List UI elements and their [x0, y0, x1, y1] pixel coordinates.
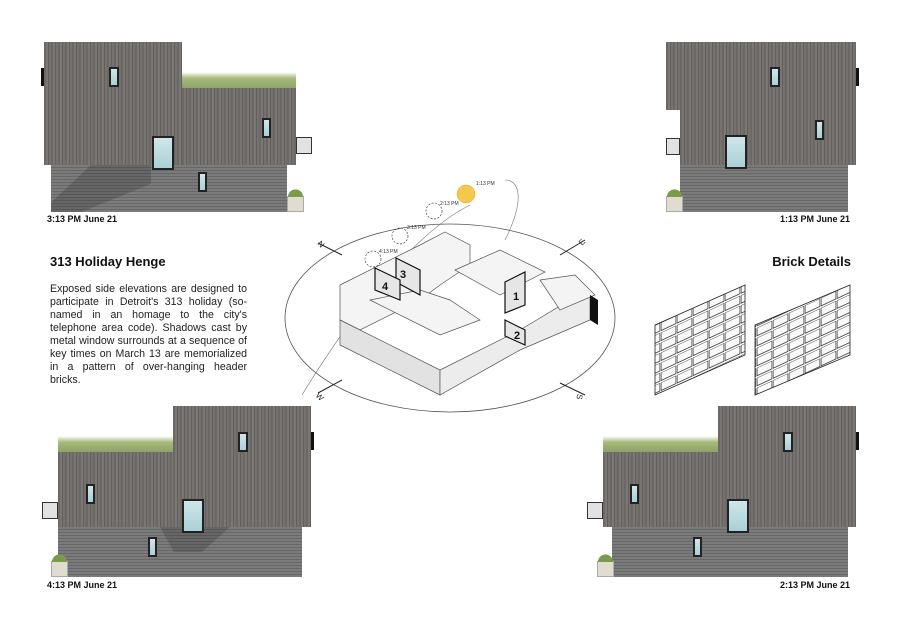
brick-base — [680, 165, 848, 212]
window — [198, 172, 207, 192]
planter — [287, 188, 304, 212]
lower-volume — [182, 88, 296, 165]
marked-facade-3 — [395, 257, 421, 297]
building-label: 2 — [514, 330, 520, 342]
window — [630, 484, 639, 504]
green-roof — [58, 436, 173, 452]
brick-wall-a — [654, 284, 746, 396]
window — [725, 135, 747, 169]
brick-details-title: Brick Details — [772, 254, 851, 269]
marked-facade-1 — [504, 271, 526, 314]
brick-wall-b — [754, 284, 851, 396]
compass-n: N — [316, 239, 327, 250]
compass-ellipse — [284, 223, 616, 413]
side-box — [296, 137, 312, 154]
compass-e: E — [577, 237, 587, 247]
sun-time-label: 3:13 PM — [407, 225, 426, 231]
brick-base — [58, 527, 302, 577]
side-box — [666, 138, 680, 155]
window — [693, 537, 702, 557]
green-roof — [603, 436, 718, 452]
side-box — [42, 502, 58, 519]
brick-base — [51, 165, 287, 212]
elevation-caption: 2:13 PM June 21 — [779, 580, 850, 590]
window — [238, 432, 248, 452]
lower-volume — [603, 452, 718, 527]
building-label: 3 — [400, 269, 406, 281]
building-label: 4 — [382, 281, 389, 293]
sun-icon — [456, 184, 476, 204]
sun-position-icon — [391, 227, 409, 245]
window — [783, 432, 793, 452]
compass-w: W — [314, 391, 326, 403]
intro-text: Exposed side elevations are designed to … — [50, 283, 247, 386]
building-label: 1 — [513, 291, 519, 303]
planter — [666, 188, 683, 212]
side-box — [587, 502, 603, 519]
building-block — [339, 231, 596, 396]
window — [182, 499, 204, 533]
elevation-caption: 3:13 PM June 21 — [47, 214, 118, 224]
marked-facade-2 — [504, 319, 526, 346]
intro-title: 313 Holiday Henge — [50, 254, 166, 269]
upper-volume — [666, 42, 856, 110]
lower-volume — [58, 452, 173, 527]
window — [815, 120, 824, 140]
sun-time-label: 1:13 PM — [476, 181, 495, 187]
brick-detail-drawings — [654, 284, 851, 396]
planter — [597, 553, 614, 577]
window — [727, 499, 749, 533]
sun-position-icon — [425, 202, 443, 220]
elevation-caption: 1:13 PM June 21 — [779, 214, 850, 224]
window — [86, 484, 95, 504]
lower-volume — [680, 110, 856, 165]
compass-s: S — [574, 393, 584, 400]
marked-facade-4 — [374, 267, 401, 301]
sun-time-label: 4:13 PM — [379, 249, 398, 255]
window — [770, 67, 780, 87]
sun-time-label: 2:13 PM — [440, 201, 459, 207]
elevation-caption: 4:13 PM June 21 — [47, 580, 118, 590]
green-roof — [182, 72, 296, 88]
window — [262, 118, 271, 138]
window — [109, 67, 119, 87]
sun-position-icon — [364, 250, 382, 268]
window — [148, 537, 157, 557]
planter — [51, 553, 68, 577]
window — [152, 136, 174, 170]
brick-base — [612, 527, 848, 577]
